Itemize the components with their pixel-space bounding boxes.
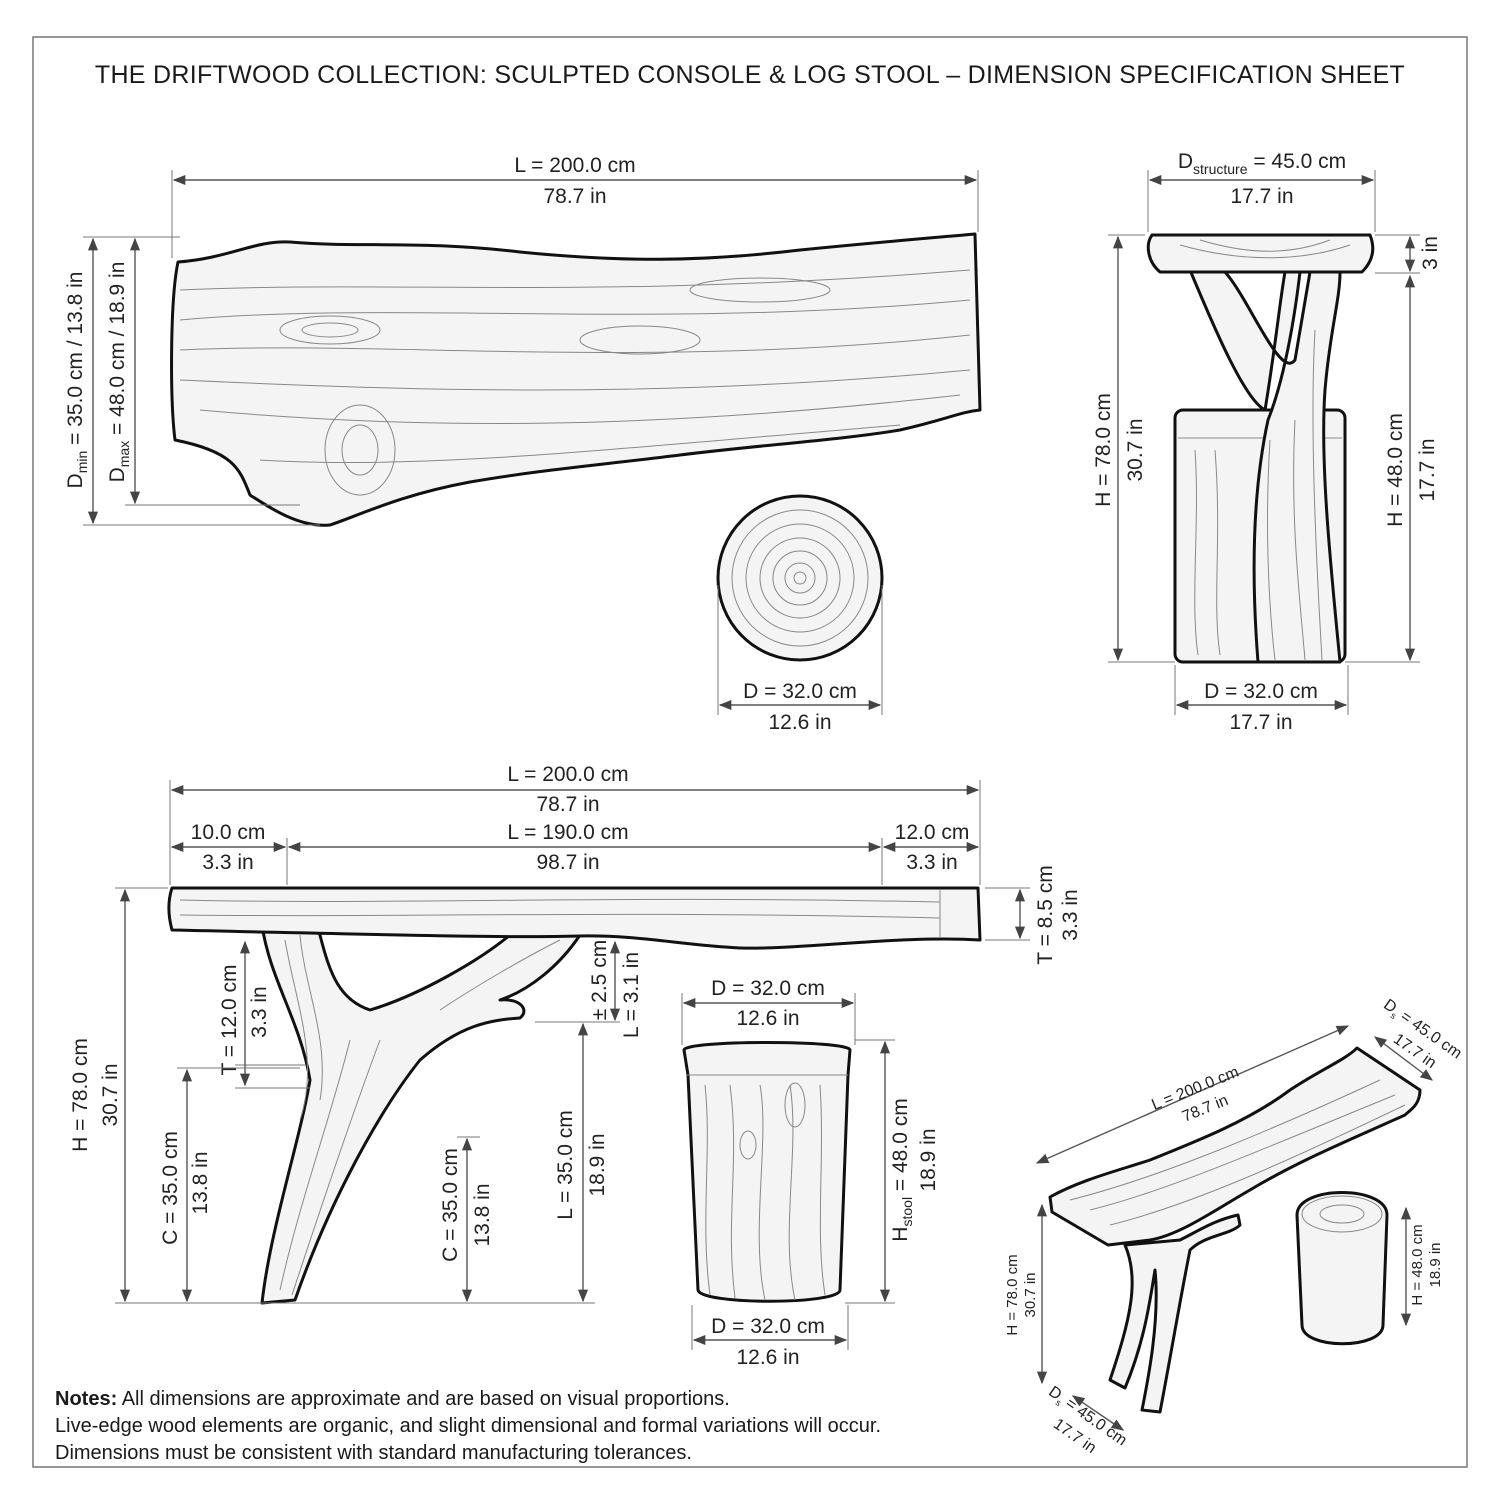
iso-stool-height-in: 18.9 in [1427, 1242, 1444, 1287]
front-length-cm: L = 200.0 cm [507, 763, 628, 786]
inner-length-in: 98.7 in [536, 851, 599, 874]
front-length-in: 78.7 in [536, 793, 599, 816]
tolerance-cm: ± 2.5 cm [588, 940, 611, 1020]
leg-length-cm: L = 35.0 cm [554, 1110, 577, 1220]
left-overhang-in: 3.3 in [202, 851, 253, 874]
side-stool-diameter-in: 17.7 in [1229, 711, 1292, 734]
sheet-title: THE DRIFTWOOD COLLECTION: SCULPTED CONSO… [95, 61, 1405, 89]
stool-front-bottom-diameter-cm: D = 32.0 cm [711, 1315, 825, 1338]
side-depth-label: Dstructure = 45.0 cm [1178, 150, 1346, 177]
stool-front-view: D = 32.0 cm 12.6 in D = 32.0 cm 12.6 in … [681, 977, 940, 1369]
notes-line-2: Live-edge wood elements are organic, and… [55, 1415, 881, 1437]
iso-height-cm: H = 78.0 cm [1004, 1254, 1021, 1335]
iso-height-in: 30.7 in [1022, 1272, 1039, 1317]
side-depth-in: 17.7 in [1230, 185, 1293, 208]
stool-top-diameter-in: 12.6 in [768, 711, 831, 734]
top-thickness-in: 3.3 in [1059, 889, 1082, 940]
plan-length-in: 78.7 in [543, 185, 606, 208]
stool-top-drawing [716, 494, 884, 662]
clearance1-in: 13.8 in [189, 1151, 212, 1214]
dmin-label: Dmin = 35.0 cm / 13.8 in [64, 272, 90, 489]
stool-height-in: 18.9 in [917, 1128, 940, 1191]
branch-thickness-in: 3.3 in [248, 986, 271, 1037]
front-elevation: L = 200.0 cm 78.7 in 10.0 cm 3.3 in L = … [69, 763, 1082, 1305]
side-stool-diameter-cm: D = 32.0 cm [1204, 680, 1318, 703]
branch-thickness-cm: T = 12.0 cm [218, 964, 241, 1075]
front-legs-drawing [260, 915, 582, 1305]
left-overhang-cm: 10.0 cm [191, 821, 266, 844]
front-top-drawing [167, 886, 982, 950]
dmax-label: Dmax = 48.0 cm / 18.9 in [106, 262, 132, 483]
side-top-disc-drawing [1146, 233, 1375, 274]
inner-length-cm: L = 190.0 cm [507, 821, 628, 844]
front-height-cm: H = 78.0 cm [69, 1038, 92, 1152]
plan-view: L = 200.0 cm 78.7 in Dmin = 35.0 cm / 13… [64, 154, 982, 527]
isometric-view: L = 200.0 cm 78.7 in Ds = 45.0 cm 17.7 i… [1004, 996, 1465, 1457]
side-height-cm: H = 78.0 cm [1092, 393, 1115, 507]
right-overhang-cm: 12.0 cm [895, 821, 970, 844]
iso-legs-drawing [1108, 1213, 1242, 1414]
stool-top-view: D = 32.0 cm 12.6 in [716, 494, 884, 734]
tolerance-in: L = 3.1 in [620, 952, 643, 1038]
side-stool-height-in: 17.7 in [1416, 438, 1439, 501]
right-overhang-in: 3.3 in [906, 851, 957, 874]
clearance2-in: 13.8 in [471, 1183, 494, 1246]
wood-grain [179, 269, 971, 496]
stool-front-drawing [682, 1041, 852, 1303]
plan-length-cm: L = 200.0 cm [514, 154, 635, 177]
side-view: Dstructure = 45.0 cm 17.7 in H = 78.0 cm… [1092, 150, 1442, 734]
iso-stool-drawing [1295, 1191, 1389, 1346]
stool-top-diameter-cm: D = 32.0 cm [743, 680, 857, 703]
sheet-frame [32, 36, 1468, 1468]
side-top-thickness: 3 in [1419, 236, 1442, 270]
side-height-in: 30.7 in [1124, 418, 1147, 481]
console-top-plan-drawing [170, 232, 982, 527]
front-height-in: 30.7 in [99, 1063, 122, 1126]
side-stool-height-cm: H = 48.0 cm [1384, 413, 1407, 527]
stool-front-top-diameter-in: 12.6 in [736, 1007, 799, 1030]
iso-stool-height-cm: H = 48.0 cm [1409, 1224, 1426, 1305]
notes-line-3: Dimensions must be consistent with stand… [55, 1442, 692, 1464]
notes: Notes: All dimensions are approximate an… [55, 1388, 881, 1464]
clearance1-cm: C = 35.0 cm [159, 1131, 182, 1245]
side-legs-drawing [1188, 268, 1342, 664]
stool-front-bottom-diameter-in: 12.6 in [736, 1346, 799, 1369]
notes-line-1: Notes: All dimensions are approximate an… [55, 1388, 730, 1410]
top-thickness-cm: T = 8.5 cm [1034, 865, 1057, 964]
leg-length-in: 18.9 in [586, 1133, 609, 1196]
stool-height-label: Hstool = 48.0 cm [889, 1098, 915, 1241]
stool-front-top-diameter-cm: D = 32.0 cm [711, 977, 825, 1000]
clearance2-cm: C = 35.0 cm [439, 1148, 462, 1262]
